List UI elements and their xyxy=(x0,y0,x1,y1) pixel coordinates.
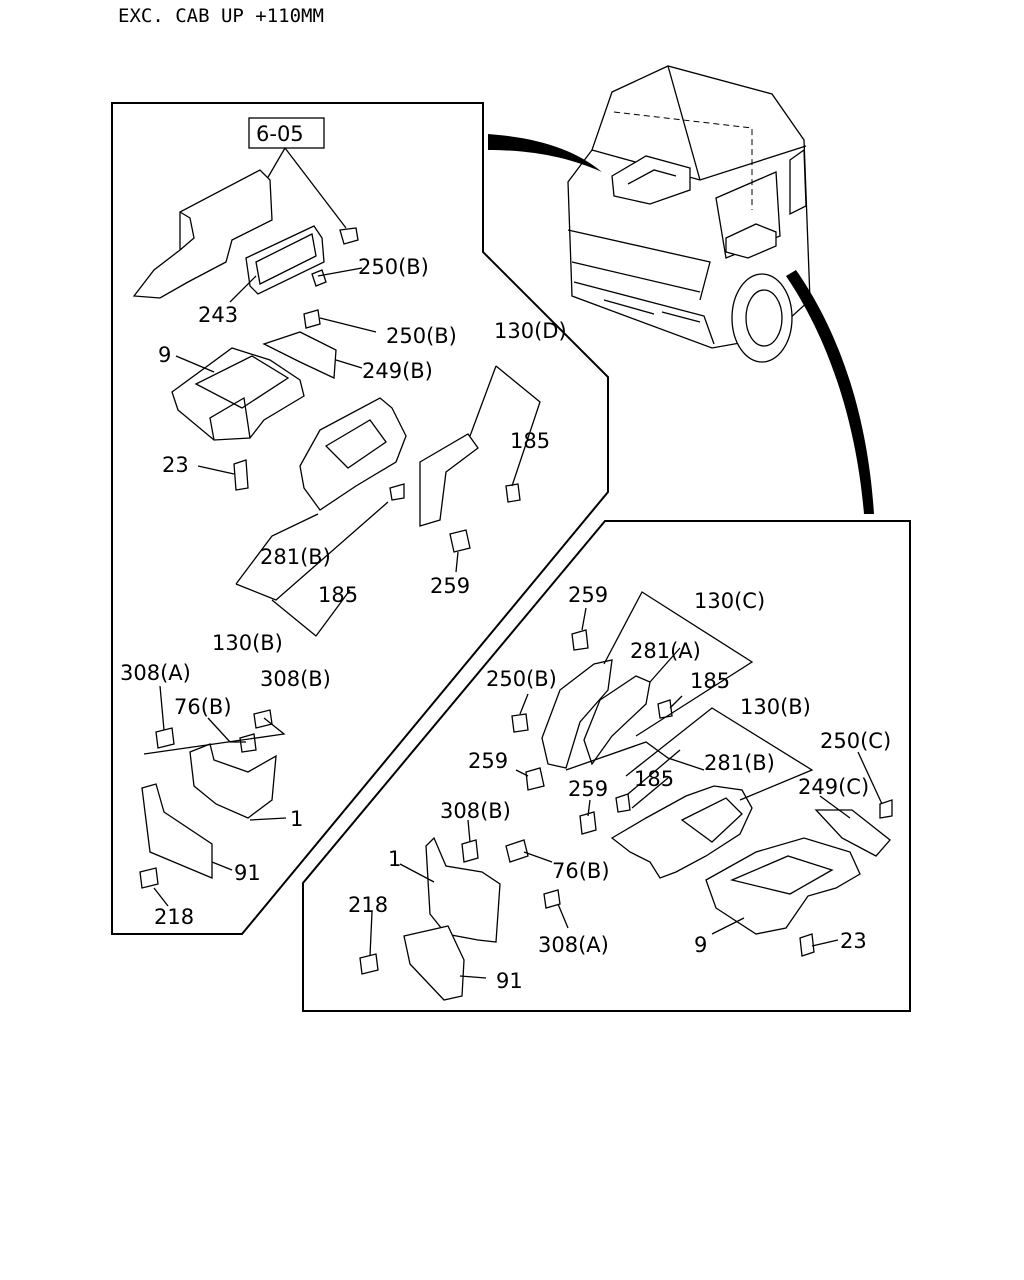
callout-label: 76(B) xyxy=(552,859,610,883)
callout-label: 259 xyxy=(568,583,608,607)
callout-label: 1 xyxy=(388,847,401,871)
callout-label: 250(C) xyxy=(820,729,891,753)
callout-label: 243 xyxy=(198,303,238,327)
callout-label: 91 xyxy=(496,969,523,993)
arrow-to-right-panel xyxy=(786,270,874,514)
right-panel-labels: 259 130(C) 281(A) 250(B) 185 130(B) 250(… xyxy=(348,583,891,993)
callout-label: 218 xyxy=(154,905,194,929)
left-panel-labels: 243 250(B) 250(B) 249(B) 9 130(D) 185 23… xyxy=(120,255,567,929)
diagram-header: EXC. CAB UP +110MM xyxy=(118,5,324,27)
callout-label: 308(B) xyxy=(440,799,511,823)
callout-label: 281(A) xyxy=(630,639,701,663)
callout-label: 1 xyxy=(290,807,303,831)
callout-label: 23 xyxy=(840,929,867,953)
callout-label: 259 xyxy=(468,749,508,773)
callout-label: 250(B) xyxy=(358,255,429,279)
callout-label: 76(B) xyxy=(174,695,232,719)
callout-label: 130(D) xyxy=(494,319,567,343)
callout-label: 308(B) xyxy=(260,667,331,691)
callout-label: 259 xyxy=(568,777,608,801)
callout-label: 250(B) xyxy=(486,667,557,691)
callout-label: 130(B) xyxy=(740,695,811,719)
truck-cab-illustration xyxy=(567,65,811,363)
right-panel-parts xyxy=(359,591,893,1001)
callout-label: 308(A) xyxy=(120,661,191,685)
callout-label: 91 xyxy=(234,861,261,885)
left-panel-parts xyxy=(132,169,541,907)
callout-label: 9 xyxy=(158,343,171,367)
reference-box: 6-05 xyxy=(248,117,325,149)
callout-label: 249(B) xyxy=(362,359,433,383)
callout-label: 9 xyxy=(694,933,707,957)
callout-label: 281(B) xyxy=(704,751,775,775)
callout-label: 249(C) xyxy=(798,775,869,799)
callout-label: 259 xyxy=(430,574,470,598)
callout-label: 185 xyxy=(510,429,550,453)
callout-label: 130(C) xyxy=(694,589,765,613)
callout-label: 130(B) xyxy=(212,631,283,655)
callout-label: 185 xyxy=(318,583,358,607)
left-panel-frame xyxy=(111,102,609,935)
callout-label: 218 xyxy=(348,893,388,917)
callout-label: 281(B) xyxy=(260,545,331,569)
callout-label: 185 xyxy=(690,669,730,693)
callout-label: 250(B) xyxy=(386,324,457,348)
callout-label: 185 xyxy=(634,767,674,791)
callout-label: 23 xyxy=(162,453,189,477)
svg-text:6-05: 6-05 xyxy=(256,122,304,146)
right-panel-frame xyxy=(302,520,911,1012)
arrow-to-left-panel xyxy=(488,134,602,172)
callout-label: 308(A) xyxy=(538,933,609,957)
